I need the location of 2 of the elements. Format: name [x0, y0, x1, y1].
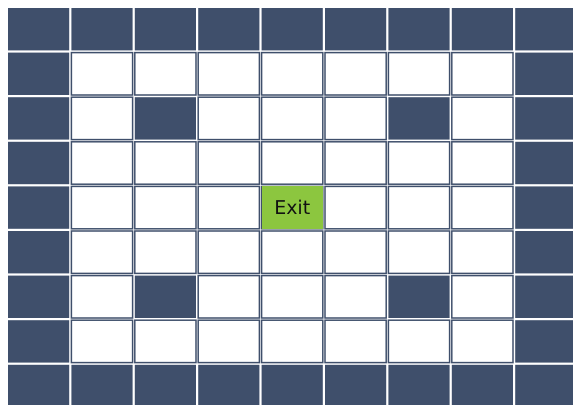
node-label: Exit — [274, 196, 310, 219]
exit-box — [262, 186, 323, 229]
